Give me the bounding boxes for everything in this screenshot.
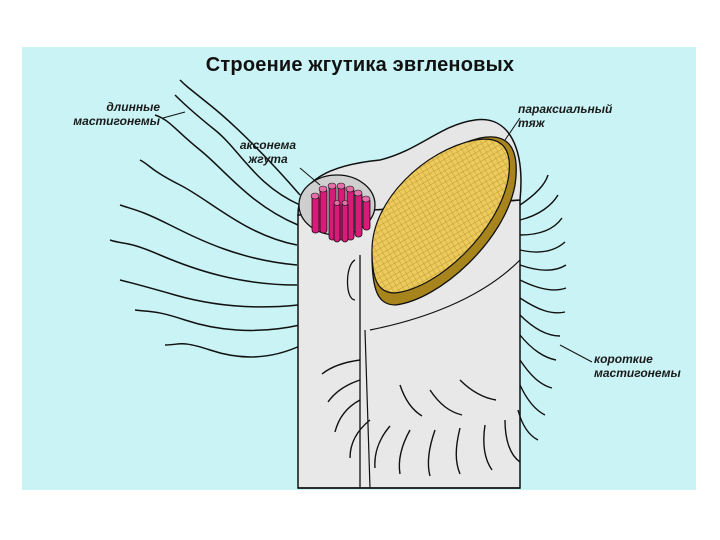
label-line: жгута: [228, 152, 308, 166]
label-line: аксонема: [228, 138, 308, 152]
label-line: тяж: [518, 116, 648, 130]
label-line: мастигонемы: [68, 114, 160, 128]
label-line: мастигонемы: [594, 366, 694, 380]
label-axoneme: аксонема жгута: [228, 138, 308, 166]
label-long-mastigonemes: длинные мастигонемы: [68, 100, 160, 128]
label-line: короткие: [594, 352, 694, 366]
label-line: параксиальный: [518, 102, 648, 116]
label-line: длинные: [68, 100, 160, 114]
label-paraxial-rod: параксиальный тяж: [518, 102, 648, 130]
label-short-mastigonemes: короткие мастигонемы: [594, 352, 694, 380]
